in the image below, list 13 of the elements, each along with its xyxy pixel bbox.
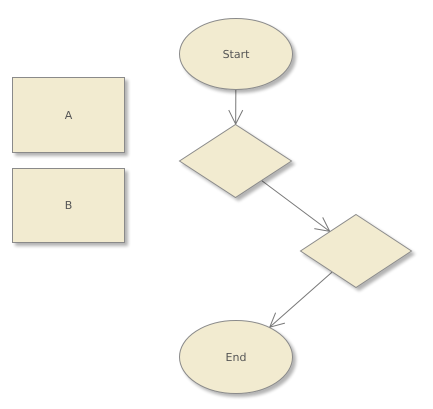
node-label: A (64, 108, 72, 122)
terminal-ellipse (179, 18, 293, 90)
decision-diamond (300, 214, 412, 288)
node-label: Start (222, 48, 250, 60)
node-label: End (226, 350, 246, 364)
decision-diamond (179, 124, 292, 198)
arrow (261, 180, 330, 232)
terminal-ellipse (179, 320, 293, 394)
arrow (269, 272, 333, 328)
process-box (12, 168, 125, 243)
node-label: B (64, 199, 72, 212)
process-box (12, 77, 125, 153)
arrow (228, 90, 244, 125)
